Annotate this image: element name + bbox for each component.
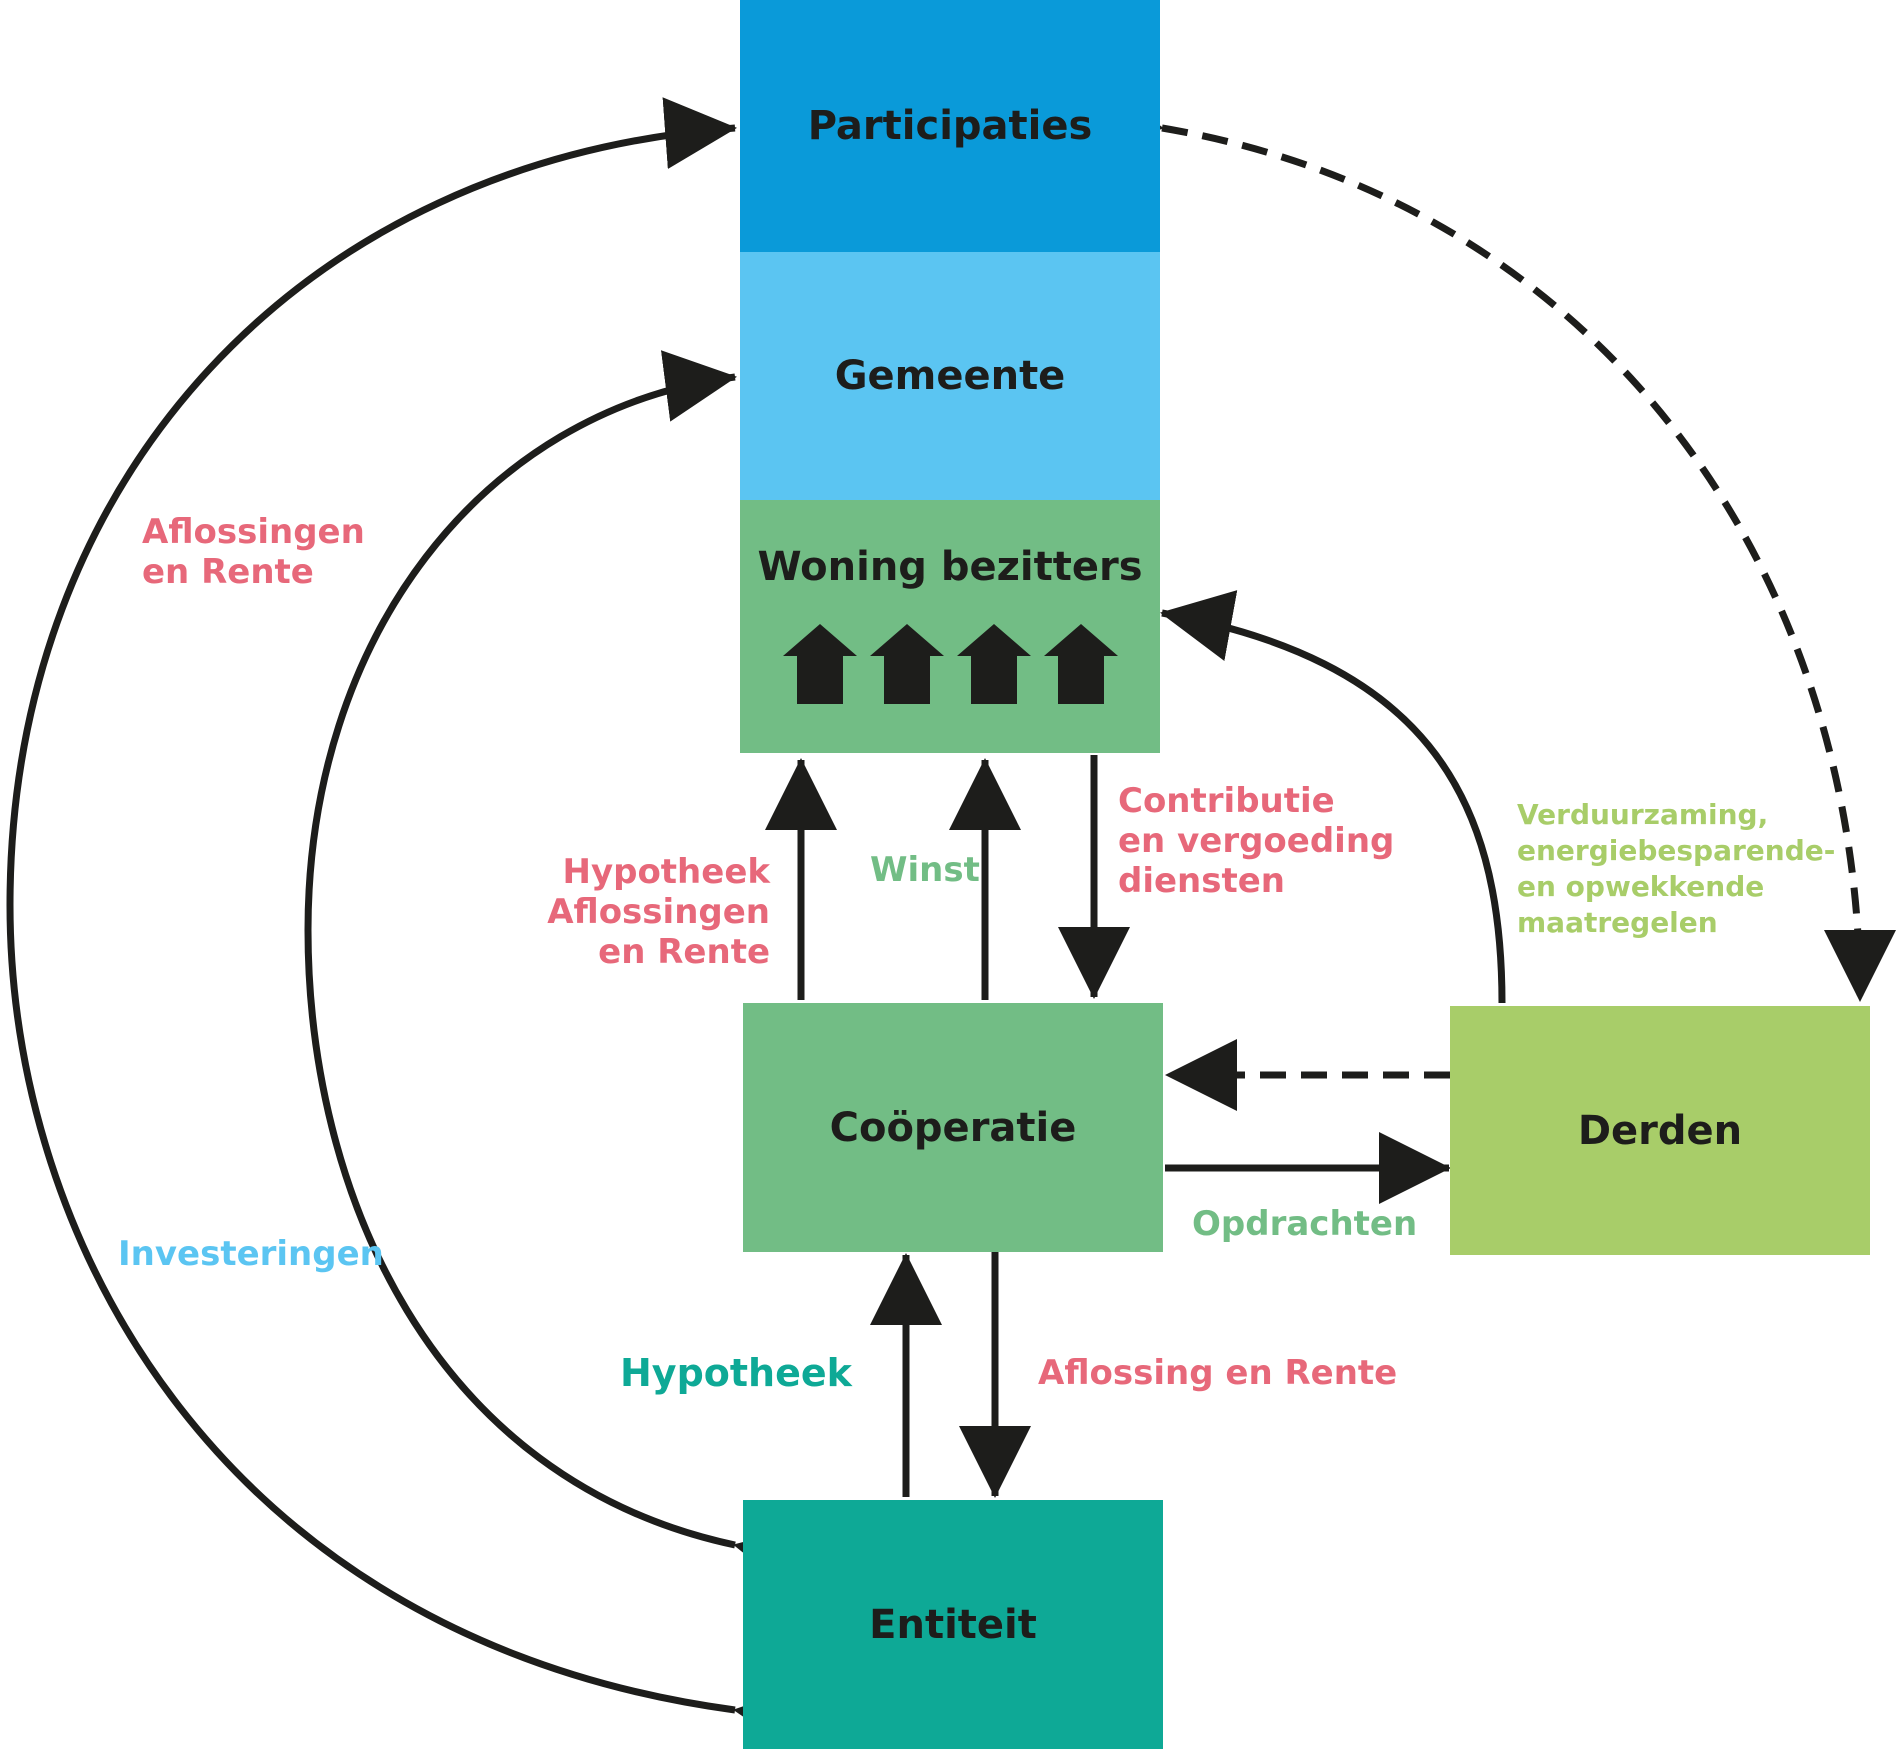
woning-bezitters-label: Woning bezitters (757, 544, 1143, 590)
derden-label: Derden (1577, 1107, 1743, 1154)
entiteit-label: Entiteit (869, 1601, 1037, 1648)
arrow-derden-woning (1160, 590, 1506, 1004)
derden-box: Derden (1450, 1006, 1870, 1255)
house-icon (956, 624, 1031, 704)
house-icon (869, 624, 944, 704)
woning-bezitters-box: Woning bezitters (740, 500, 1160, 753)
label-winst: Winst (870, 850, 980, 890)
cooperatie-label: Coöperatie (829, 1104, 1077, 1151)
gemeente-label: Gemeente (834, 353, 1066, 399)
house-icon (782, 624, 857, 704)
cooperatie-box: Coöperatie (743, 1003, 1163, 1252)
label-aflossingen-rente: Aflossingen en Rente (142, 512, 365, 592)
arrow-inner-arc (304, 350, 811, 1595)
label-hypotheek: Hypotheek (620, 1351, 852, 1395)
label-verduurzaming: Verduurzaming, energiebesparende- en opw… (1517, 798, 1836, 939)
arrow-outer-arc (6, 97, 810, 1749)
house-row (740, 624, 1160, 704)
entiteit-box: Entiteit (743, 1500, 1163, 1749)
label-aflossing-rente: Aflossing en Rente (1038, 1353, 1398, 1393)
house-icon (1043, 624, 1118, 704)
label-contributie: Contributie en vergoeding diensten (1118, 781, 1395, 901)
label-hypotheek-aflossingen: Hypotheek Aflossingen en Rente (547, 852, 770, 972)
participaties-label: Participaties (807, 103, 1093, 149)
participaties-box: Participaties (740, 0, 1160, 252)
gemeente-box: Gemeente (740, 252, 1160, 500)
arrow-dashed-participaties-derden (1086, 80, 1896, 1002)
label-investeringen: Investeringen (118, 1234, 384, 1274)
label-opdrachten: Opdrachten (1192, 1204, 1418, 1244)
